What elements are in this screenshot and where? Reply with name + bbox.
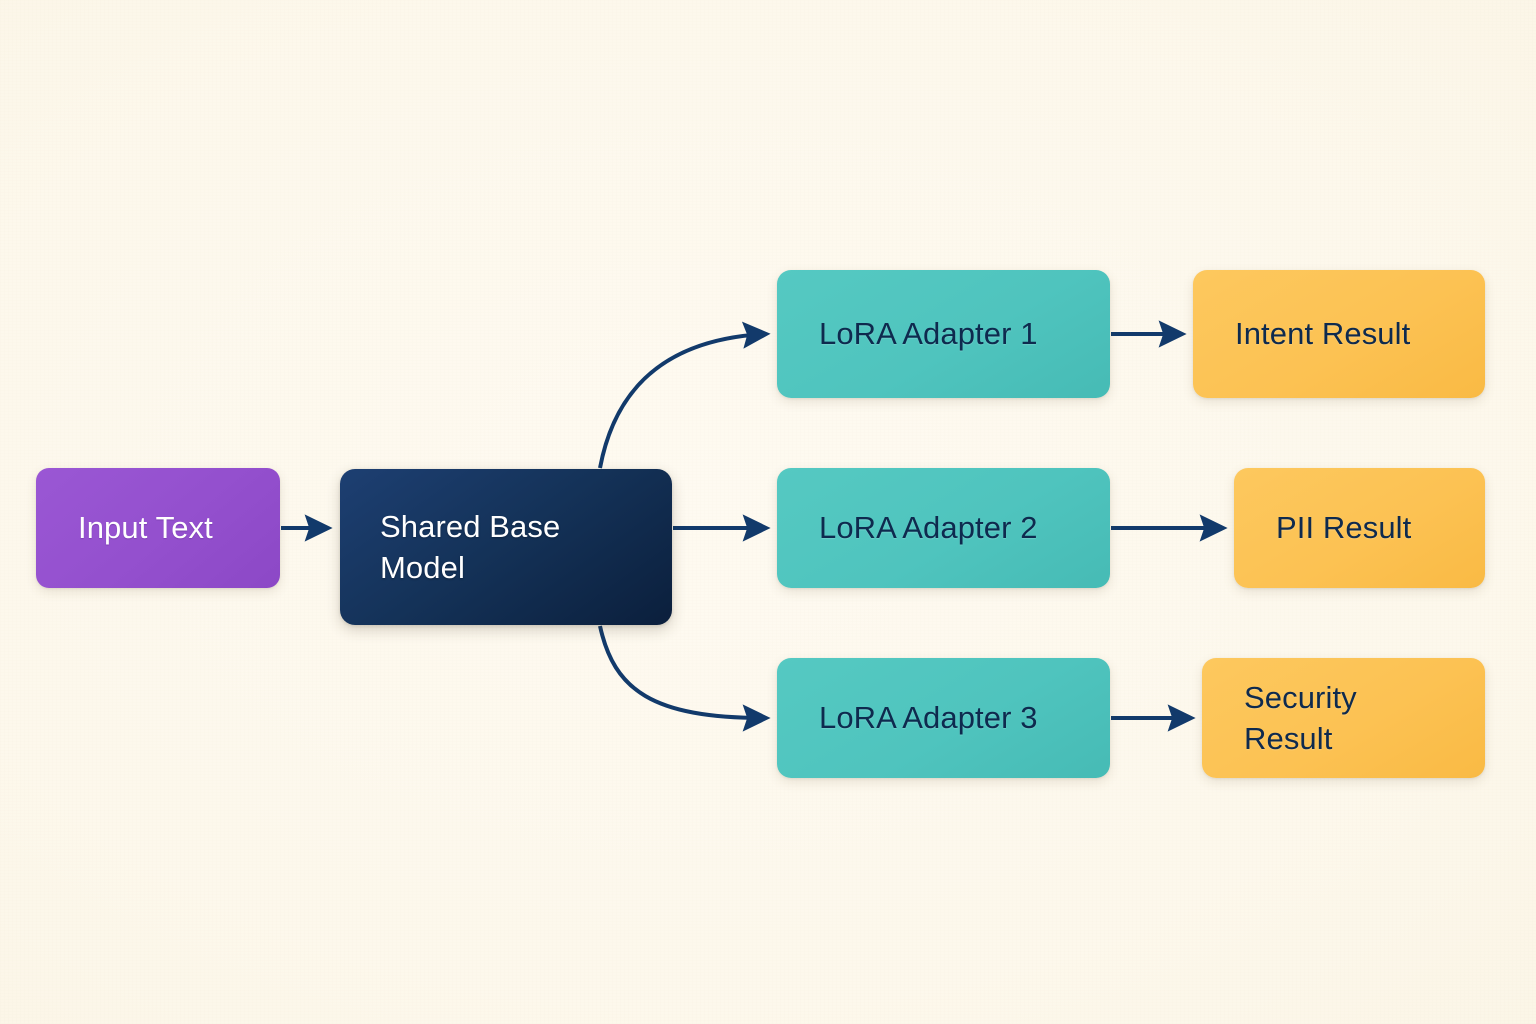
node-pii-result[interactable]: PII Result xyxy=(1234,468,1485,588)
node-intent-result-label: Intent Result xyxy=(1235,316,1411,352)
node-lora-adapter-3-label: LoRA Adapter 3 xyxy=(819,700,1038,736)
node-security-result-label: Security Result xyxy=(1244,679,1357,756)
node-lora-adapter-1-label: LoRA Adapter 1 xyxy=(819,316,1038,352)
node-intent-result[interactable]: Intent Result xyxy=(1193,270,1485,398)
node-input-text-label: Input Text xyxy=(78,510,213,546)
node-lora-adapter-1[interactable]: LoRA Adapter 1 xyxy=(777,270,1110,398)
node-shared-base-model-label: Shared Base Model xyxy=(380,508,561,585)
node-pii-result-label: PII Result xyxy=(1276,510,1412,546)
node-lora-adapter-2-label: LoRA Adapter 2 xyxy=(819,510,1038,546)
node-input-text[interactable]: Input Text xyxy=(36,468,280,588)
node-lora-adapter-2[interactable]: LoRA Adapter 2 xyxy=(777,468,1110,588)
node-security-result[interactable]: Security Result xyxy=(1202,658,1485,778)
edge-base-to-adapter-3 xyxy=(598,625,771,732)
node-lora-adapter-3[interactable]: LoRA Adapter 3 xyxy=(777,658,1110,778)
edge-base-to-adapter-1 xyxy=(598,321,771,469)
node-shared-base-model[interactable]: Shared Base Model xyxy=(340,469,672,625)
